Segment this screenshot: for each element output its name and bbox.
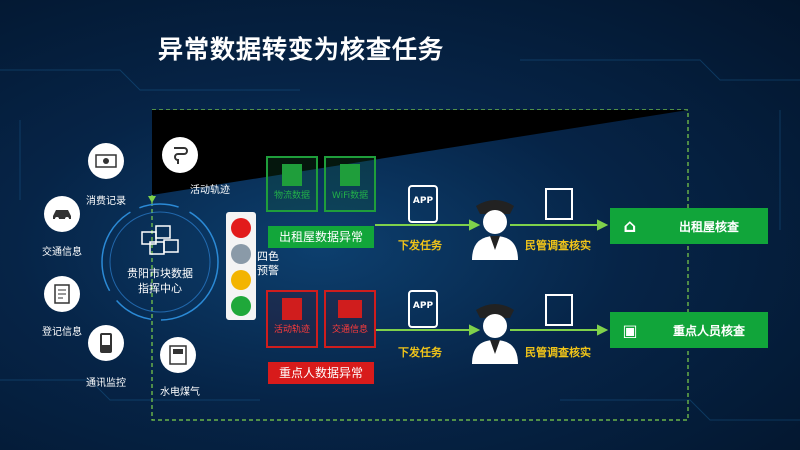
traffic-light-icon (226, 212, 256, 320)
car-icon (44, 196, 80, 232)
verify-label-bottom: 民管调查核实 (525, 346, 591, 359)
keyperson-anomaly-bar: 重点人数据异常 (268, 362, 374, 384)
wifi-box: WiFi数据 (324, 156, 376, 212)
telecom-label: 通讯监控 (86, 378, 126, 389)
traffic-box: 交通信息 (324, 290, 376, 348)
inspect-doc-icon-top (545, 188, 573, 220)
activity-label: 活动轨迹 (190, 185, 230, 196)
trajectory-icon (282, 298, 302, 320)
dispatch-label-bottom: 下发任务 (398, 346, 442, 359)
activity-icon (162, 137, 198, 173)
keyperson-check-result: ▣ 重点人员核查 (610, 312, 768, 348)
phone-icon (88, 325, 124, 361)
command-center-label: 贵阳市块数据 指挥中心 (127, 267, 193, 295)
dispatch-label-top: 下发任务 (398, 239, 442, 252)
home-icon: ⌂ (623, 215, 637, 237)
document-icon (44, 276, 80, 312)
consumption-label: 消费记录 (86, 196, 126, 207)
inspect-doc-icon-bottom (545, 294, 573, 326)
app-icon-top: APP (408, 185, 438, 223)
app-icon-bottom: APP (408, 290, 438, 328)
page-title: 异常数据转变为核查任务 (158, 35, 445, 64)
rental-anomaly-bar: 出租屋数据异常 (268, 226, 374, 248)
utilities-label: 水电煤气 (160, 387, 200, 398)
activity-box: 活动轨迹 (266, 290, 318, 348)
meter-icon (160, 337, 196, 373)
red-car-icon (338, 300, 362, 318)
police-icon-bottom (468, 298, 522, 368)
police-icon-top (468, 194, 522, 264)
traffic-label: 交通信息 (42, 247, 82, 258)
cubes-icon (138, 222, 182, 264)
logistics-icon (282, 164, 302, 186)
verify-label-top: 民管调查核实 (525, 239, 591, 252)
consumption-icon (88, 143, 124, 179)
rental-check-result: ⌂ 出租屋核查 (610, 208, 768, 244)
logistics-box: 物流数据 (266, 156, 318, 212)
registration-label: 登记信息 (42, 327, 82, 338)
person-card-icon: ▣ (622, 320, 638, 340)
wifi-icon (340, 164, 360, 186)
warning-label: 四色 预警 (257, 250, 279, 277)
